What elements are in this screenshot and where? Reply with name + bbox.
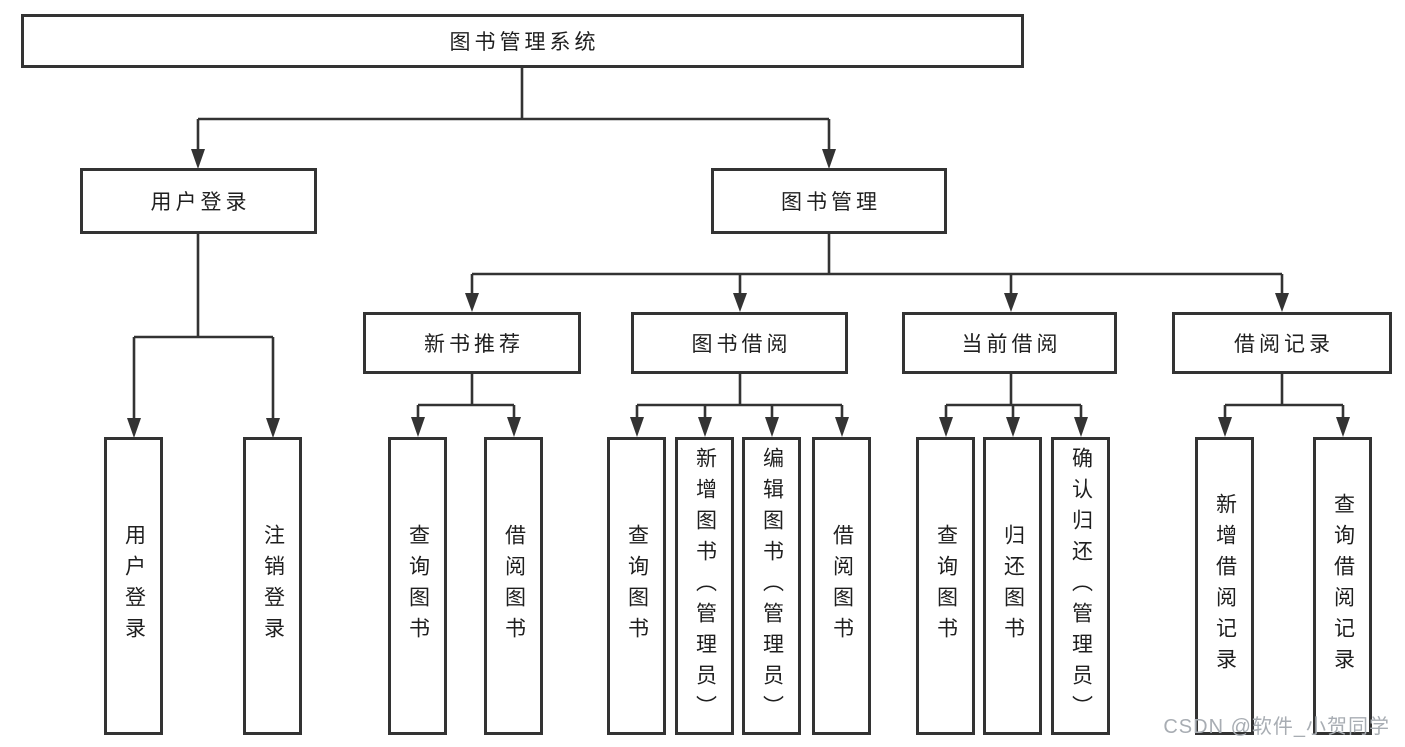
node-leaf-confirm-return-admin-label: 确认归还（管理员） [1069,446,1093,726]
node-book-management-label: 图书管理 [781,191,881,214]
connector-book-mgmt-to-level2 [465,234,1289,312]
node-new-book-recommend-label: 新书推荐 [424,333,524,356]
node-leaf-user-login-label: 用户登录 [122,524,146,648]
connector-current-borrowing-to-leaves [939,374,1088,437]
node-borrow-records: 借阅记录 [1172,312,1392,374]
node-leaf-query-books-current: 查询图书 [916,437,975,735]
node-leaf-borrow-books-recommend: 借阅图书 [484,437,543,735]
node-leaf-add-book-admin: 新增图书（管理员） [675,437,734,735]
node-leaf-confirm-return-admin: 确认归还（管理员） [1051,437,1110,735]
connector-root-to-level1 [191,68,836,169]
node-leaf-return-book-label: 归还图书 [1001,524,1025,648]
node-leaf-add-borrow-record: 新增借阅记录 [1195,437,1254,735]
watermark: CSDN @软件_小贺同学 [1163,716,1390,738]
connector-borrow-records-to-leaves [1218,374,1350,437]
node-leaf-add-borrow-record-label: 新增借阅记录 [1213,493,1237,679]
node-root-label: 图书管理系统 [449,31,600,54]
connector-user-login-to-leaves [127,234,280,438]
node-leaf-query-books-borrowing: 查询图书 [607,437,666,735]
node-leaf-query-books-current-label: 查询图书 [934,524,958,648]
node-leaf-edit-book-admin-label: 编辑图书（管理员） [760,446,784,726]
node-book-management: 图书管理 [711,168,947,234]
node-user-login-label: 用户登录 [150,191,251,214]
node-leaf-borrow-books-label: 借阅图书 [830,524,854,648]
node-borrow-records-label: 借阅记录 [1234,333,1334,356]
connector-book-borrowing-to-leaves [630,374,849,437]
node-leaf-borrow-books-recommend-label: 借阅图书 [502,524,526,648]
node-leaf-add-book-admin-label: 新增图书（管理员） [693,446,717,726]
node-leaf-query-borrow-record: 查询借阅记录 [1313,437,1372,735]
node-leaf-logout: 注销登录 [243,437,302,735]
node-root: 图书管理系统 [21,14,1024,68]
node-new-book-recommend: 新书推荐 [363,312,581,374]
node-leaf-query-books-borrowing-label: 查询图书 [625,524,649,648]
node-leaf-return-book: 归还图书 [983,437,1042,735]
node-book-borrowing-label: 图书借阅 [691,333,792,356]
node-leaf-edit-book-admin: 编辑图书（管理员） [742,437,801,735]
connector-new-book-recommend-to-leaves [411,374,521,437]
node-leaf-query-borrow-record-label: 查询借阅记录 [1331,493,1355,679]
node-current-borrowing-label: 当前借阅 [961,333,1062,356]
node-leaf-user-login: 用户登录 [104,437,163,735]
node-book-borrowing: 图书借阅 [631,312,848,374]
node-user-login: 用户登录 [80,168,317,234]
node-leaf-query-books-recommend: 查询图书 [388,437,447,735]
node-leaf-borrow-books: 借阅图书 [812,437,871,735]
node-current-borrowing: 当前借阅 [902,312,1117,374]
node-leaf-logout-label: 注销登录 [261,524,285,648]
node-leaf-query-books-recommend-label: 查询图书 [406,524,430,648]
